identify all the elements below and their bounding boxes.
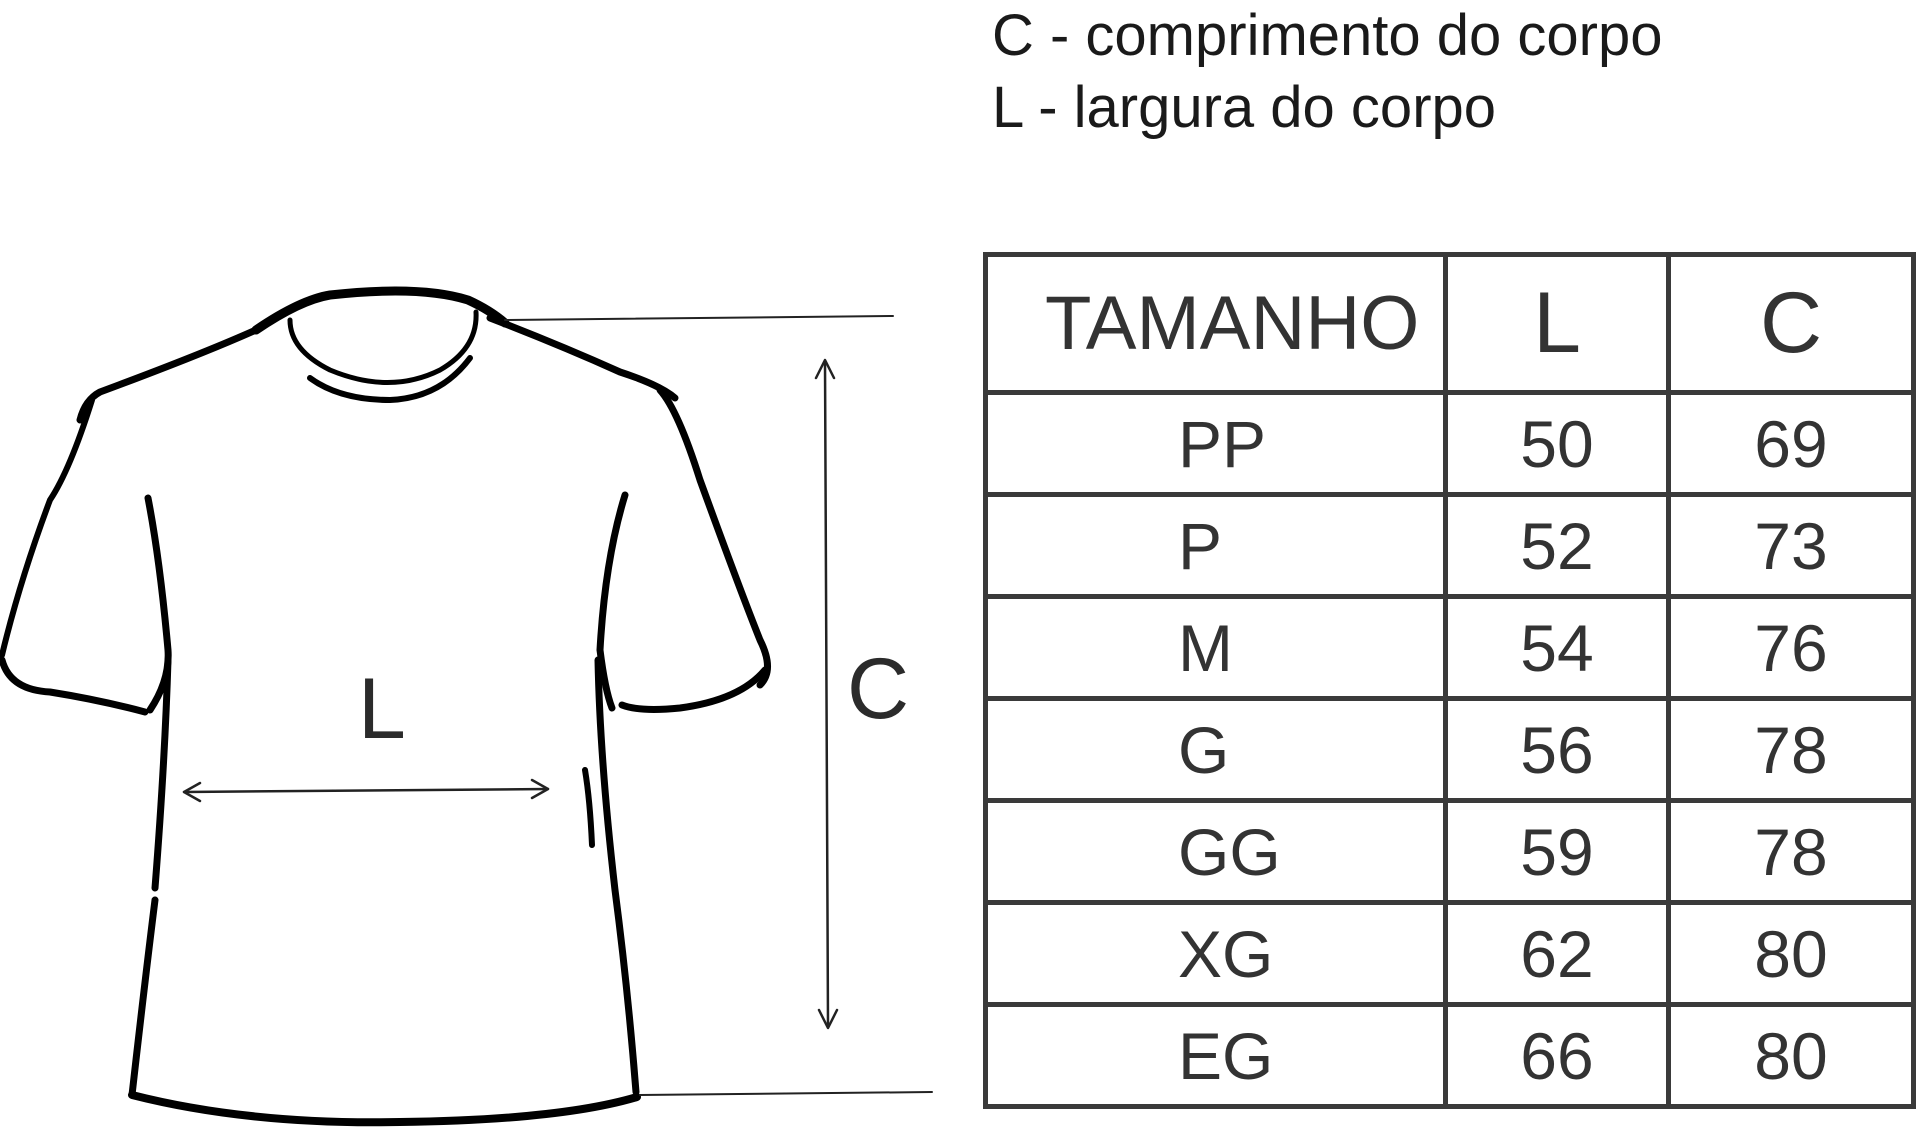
shirt-collar-band <box>307 355 473 403</box>
shirt-right-side <box>594 656 640 1096</box>
table-row: PP 50 69 <box>983 390 1916 497</box>
cell-c: 80 <box>1666 900 1916 1007</box>
shirt-collar-outer <box>251 286 510 335</box>
guide-bottom <box>639 1091 933 1096</box>
shirt-left-side-lower <box>128 896 159 1099</box>
table-row: EG 66 80 <box>983 1002 1916 1109</box>
width-arrow-line <box>182 787 550 794</box>
cell-l: 59 <box>1443 798 1671 905</box>
cell-l: 50 <box>1443 390 1671 497</box>
cell-size: M <box>983 594 1448 701</box>
header-size: TAMANHO <box>983 252 1448 395</box>
cell-c: 76 <box>1666 594 1916 701</box>
cell-l: 56 <box>1443 696 1671 803</box>
length-arrow-line <box>823 360 830 1028</box>
shirt-left-sleeve-outer <box>0 397 95 658</box>
size-table: TAMANHO L C PP 50 69 P 52 73 M 54 76 G 5… <box>983 252 1916 1109</box>
table-row: GG 59 78 <box>983 798 1916 905</box>
header-c: C <box>1666 252 1916 395</box>
cell-size: G <box>983 696 1448 803</box>
cell-l: 66 <box>1443 1002 1671 1109</box>
cell-size: XG <box>983 900 1448 1007</box>
shirt-right-dart <box>582 767 595 848</box>
cell-c: 69 <box>1666 390 1916 497</box>
table-header-row: TAMANHO L C <box>983 252 1916 395</box>
guide-top <box>504 315 894 321</box>
shirt-neckline <box>287 309 479 385</box>
header-l: L <box>1443 252 1671 395</box>
width-arrow-left <box>182 781 202 803</box>
length-arrow-bottom <box>817 1008 839 1030</box>
cell-l: 62 <box>1443 900 1671 1007</box>
shirt-left-underarm <box>144 494 172 714</box>
width-arrow-right <box>530 778 550 800</box>
cell-c: 73 <box>1666 492 1916 599</box>
shirt-right-sleeve-hem <box>618 666 769 713</box>
cell-c: 80 <box>1666 1002 1916 1109</box>
cell-l: 52 <box>1443 492 1671 599</box>
table-row: G 56 78 <box>983 696 1916 803</box>
shirt-left-side <box>151 656 172 892</box>
table-row: P 52 73 <box>983 492 1916 599</box>
shirt-right-underarm <box>596 491 629 712</box>
cell-c: 78 <box>1666 696 1916 803</box>
shirt-left-sleeve-hem <box>0 656 149 716</box>
shirt-left-shoulder <box>76 326 260 424</box>
cell-size: P <box>983 492 1448 599</box>
legend-line-c: C - comprimento do corpo <box>992 3 1663 68</box>
shirt-hem <box>128 1091 641 1127</box>
length-label: C <box>847 641 910 737</box>
cell-size: PP <box>983 390 1448 497</box>
shirt-right-sleeve-outer <box>656 386 771 689</box>
cell-size: GG <box>983 798 1448 905</box>
length-arrow-top <box>814 358 836 380</box>
cell-c: 78 <box>1666 798 1916 905</box>
width-label: L <box>358 661 406 757</box>
tshirt-diagram <box>0 286 933 1127</box>
table-row: M 54 76 <box>983 594 1916 701</box>
cell-l: 54 <box>1443 594 1671 701</box>
legend-line-l: L - largura do corpo <box>992 75 1497 140</box>
cell-size: EG <box>983 1002 1448 1109</box>
legend: C - comprimento do corpo L - largura do … <box>992 0 1662 144</box>
table-row: XG 62 80 <box>983 900 1916 1007</box>
shirt-right-shoulder <box>486 314 679 402</box>
